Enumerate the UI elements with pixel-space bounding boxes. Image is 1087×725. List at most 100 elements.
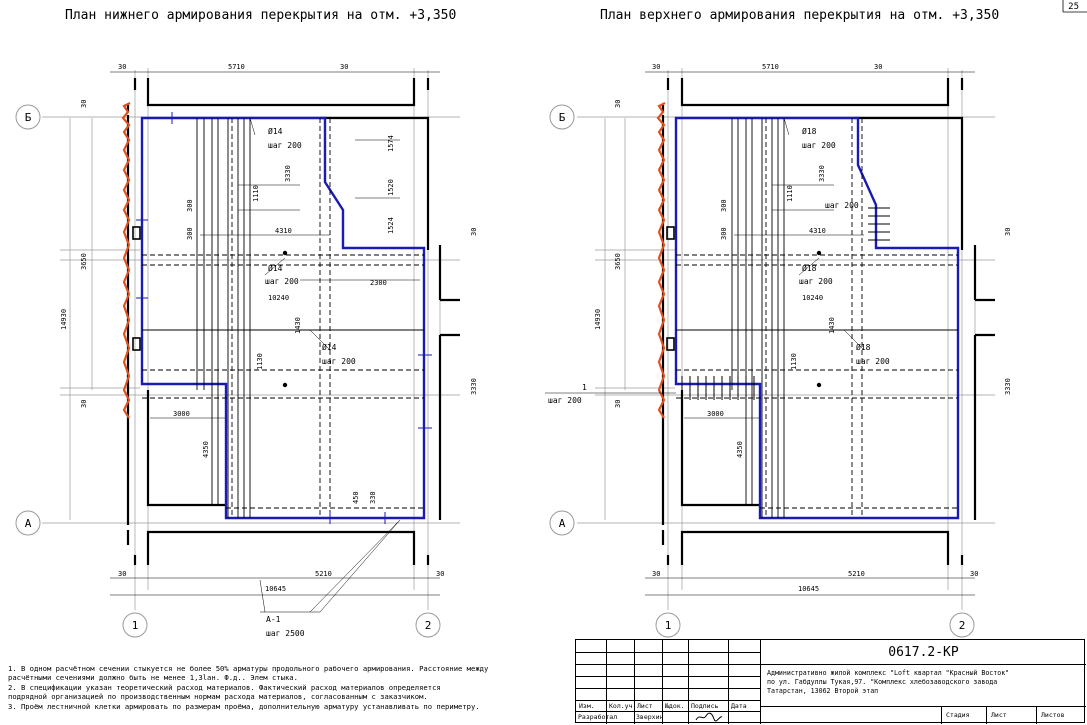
dim-left-top: 30 bbox=[80, 100, 88, 108]
dim-inner-1524: 1524 bbox=[387, 217, 395, 234]
dim-right-2: 3330 bbox=[470, 378, 478, 395]
dim-overall-bottom: 10645 bbox=[265, 585, 286, 593]
rebar-dia-2: Ø14 bbox=[268, 263, 283, 273]
axis-label-1-right: 1 bbox=[665, 619, 672, 632]
right-plan-title: План верхнего армирования перекрытия на … bbox=[600, 8, 1000, 23]
dim-left-1-r: 3650 bbox=[614, 253, 622, 270]
stamp-developer-name: Зверхин bbox=[636, 713, 664, 721]
axis-label-1: 1 bbox=[132, 619, 139, 632]
dim-inner-300a: 300 bbox=[186, 199, 194, 212]
rebar-dia-2-r: Ø18 bbox=[802, 263, 817, 273]
dim-inner-300b: 300 bbox=[186, 227, 194, 240]
dim-left-2: 30 bbox=[80, 400, 88, 408]
dim-inner-3330-r: 3330 bbox=[818, 165, 826, 182]
dim-inner-4350-r: 4350 bbox=[736, 441, 744, 458]
dim-inner-3330: 3330 bbox=[284, 165, 292, 182]
note-line-2: расчётными сечениями должно быть не мене… bbox=[8, 673, 298, 683]
left-plan-title: План нижнего армирования перекрытия на о… bbox=[65, 8, 457, 23]
sheet-cell: Лист bbox=[986, 707, 1036, 724]
dim-inner-1430-r: 1430 bbox=[828, 317, 836, 334]
dim-inner-300a-r: 300 bbox=[720, 199, 728, 212]
slab-outline bbox=[140, 116, 426, 520]
stamp-header-data: Дата bbox=[731, 702, 747, 710]
rebar-step-1: шаг 200 bbox=[268, 141, 302, 150]
dim-inner-4310-r: 4310 bbox=[809, 227, 826, 235]
right-plan: Б А 1 2 30 5710 30 30 5210 30 10645 3650… bbox=[545, 63, 1012, 638]
dim-inner-4310: 4310 bbox=[275, 227, 292, 235]
dim-bottom-right-r: 30 bbox=[970, 570, 978, 578]
dim-inner-1520: 1520 bbox=[387, 179, 395, 196]
axis-label-b-right: Б bbox=[559, 111, 566, 124]
dim-top-mid: 5710 bbox=[228, 63, 245, 71]
dim-bottom-left-r: 30 bbox=[652, 570, 660, 578]
dim-bottom-mid: 5210 bbox=[315, 570, 332, 578]
rebar-step-3-r: шаг 200 bbox=[856, 357, 890, 366]
rebar-dia-1-r: Ø18 bbox=[802, 126, 817, 136]
stamp-header-ndoc: №док. bbox=[665, 702, 685, 710]
wall-edge bbox=[121, 102, 131, 419]
rebar-step-3: шаг 200 bbox=[322, 357, 356, 366]
project-description-line-3: Татарстан, 13062 Второй этап bbox=[767, 687, 879, 695]
dim-inner-330: 330 bbox=[369, 491, 377, 504]
dim-right-1-r: 30 bbox=[1004, 228, 1012, 236]
rebar-step-top-right: шаг 200 bbox=[825, 201, 859, 210]
dim-inner-10240-r: 10240 bbox=[802, 294, 823, 302]
dim-bottom-right: 30 bbox=[436, 570, 444, 578]
dim-inner-1110-r: 1110 bbox=[786, 185, 794, 202]
dim-inner-2300: 2300 bbox=[370, 279, 387, 287]
dim-inner-300b-r: 300 bbox=[720, 227, 728, 240]
page-number: 25 bbox=[1068, 2, 1079, 12]
side-callout-mark: 1 bbox=[582, 383, 587, 392]
stage-cell: Стадия bbox=[941, 707, 986, 724]
axis-label-a: А bbox=[25, 517, 32, 530]
rebar-step-2-r: шаг 200 bbox=[799, 277, 833, 286]
dim-inner-1130-r: 1130 bbox=[790, 353, 798, 370]
rebar-dia-3-r: Ø18 bbox=[856, 342, 871, 352]
callout-step: шаг 2500 bbox=[266, 629, 305, 638]
dim-inner-1430: 1430 bbox=[294, 317, 302, 334]
dim-inner-450: 450 bbox=[352, 491, 360, 504]
rebar-dia-3: Ø14 bbox=[322, 342, 337, 352]
dim-inner-10240: 10240 bbox=[268, 294, 289, 302]
note-line-1: 1. В одном расчётном сечении стыкуется н… bbox=[8, 664, 489, 673]
document-code: 0617.2-КР bbox=[761, 640, 1086, 665]
wall-edge-right bbox=[656, 102, 666, 419]
note-line-4: подрядной организацией по производственн… bbox=[8, 692, 428, 702]
stamp-role-developed: Разработал bbox=[578, 713, 618, 721]
rebar-step-2: шаг 200 bbox=[265, 277, 299, 286]
dim-bottom-left: 30 bbox=[118, 570, 126, 578]
title-block-revision-grid: Изм. Кол.уч Лист №док. Подпись Дата Разр… bbox=[576, 640, 761, 724]
dim-top-left-r: 30 bbox=[652, 63, 660, 71]
sheets-cell: Листов bbox=[1036, 707, 1086, 724]
dim-overall-bottom-r: 10645 bbox=[798, 585, 819, 593]
axis-label-b: Б bbox=[25, 111, 32, 124]
axis-label-a-right: А bbox=[559, 517, 566, 530]
stage-row: Стадия Лист Листов bbox=[761, 707, 1086, 724]
stamp-header-list: Лист bbox=[637, 702, 653, 710]
axis-label-2: 2 bbox=[425, 619, 432, 632]
dim-inner-4350: 4350 bbox=[202, 441, 210, 458]
dim-inner-1110: 1110 bbox=[252, 185, 260, 202]
project-description-line-1: Административно жилой комплекс "Loft ква… bbox=[767, 669, 1010, 677]
dim-bottom-mid-r: 5210 bbox=[848, 570, 865, 578]
dim-left-2-r: 30 bbox=[614, 400, 622, 408]
dim-left-top-r: 30 bbox=[614, 100, 622, 108]
callout-mark: А-1 bbox=[266, 615, 281, 624]
dim-inner-1574: 1574 bbox=[387, 135, 395, 152]
project-description-line-2: по ул. Габдуллы Тукая,97. "Комплекс хлеб… bbox=[767, 678, 998, 686]
dim-right-1: 30 bbox=[470, 228, 478, 236]
signature-icon bbox=[695, 712, 723, 722]
left-plan: Б А 1 2 30 5710 30 30 5210 30 10645 3650… bbox=[15, 63, 478, 638]
dim-inner-3000: 3000 bbox=[173, 410, 190, 418]
general-notes: 1. В одном расчётном сечении стыкуется н… bbox=[8, 664, 563, 711]
stamp-header-kolich: Кол.уч bbox=[609, 702, 633, 710]
side-callout-step: шаг 200 bbox=[548, 396, 582, 405]
slab-outline-right bbox=[674, 116, 960, 520]
dim-inner-3000-r: 3000 bbox=[707, 410, 724, 418]
dim-top-left: 30 bbox=[118, 63, 126, 71]
stamp-header-izm: Изм. bbox=[579, 702, 595, 710]
dim-right-2-r: 3330 bbox=[1004, 378, 1012, 395]
note-line-5: 3. Проём лестничной клетки армировать по… bbox=[8, 701, 480, 711]
rebar-step-1-r: шаг 200 bbox=[802, 141, 836, 150]
